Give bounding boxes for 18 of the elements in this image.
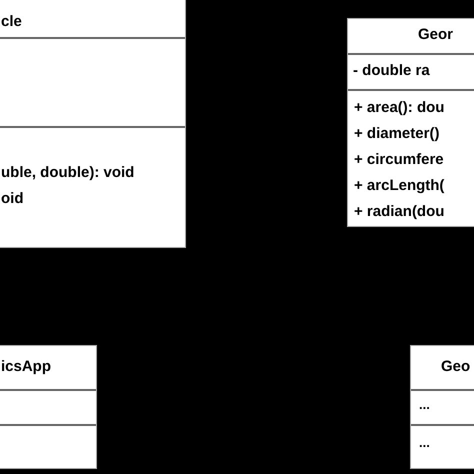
class-member: + radian(dou: [354, 203, 444, 221]
class-member: + arcLength(: [354, 177, 444, 195]
class-member: + area(): dou: [354, 99, 444, 117]
class-member: - double ra: [353, 62, 430, 80]
class-box: [0, 345, 97, 469]
class-member: uble, double): void: [1, 164, 134, 182]
class-box: [410, 345, 474, 469]
class-box: [0, 0, 186, 248]
class-member: + diameter(): [354, 125, 440, 143]
class-member: ...: [419, 396, 430, 414]
class-name: cle: [1, 13, 22, 31]
class-name: icsApp: [1, 358, 52, 376]
class-member: oid: [1, 190, 24, 208]
class-name: Geo: [441, 358, 470, 376]
class-member: + circumfere: [354, 151, 444, 169]
class-box: [347, 18, 474, 227]
class-member: ...: [419, 434, 430, 452]
class-name: Geor: [418, 26, 454, 44]
